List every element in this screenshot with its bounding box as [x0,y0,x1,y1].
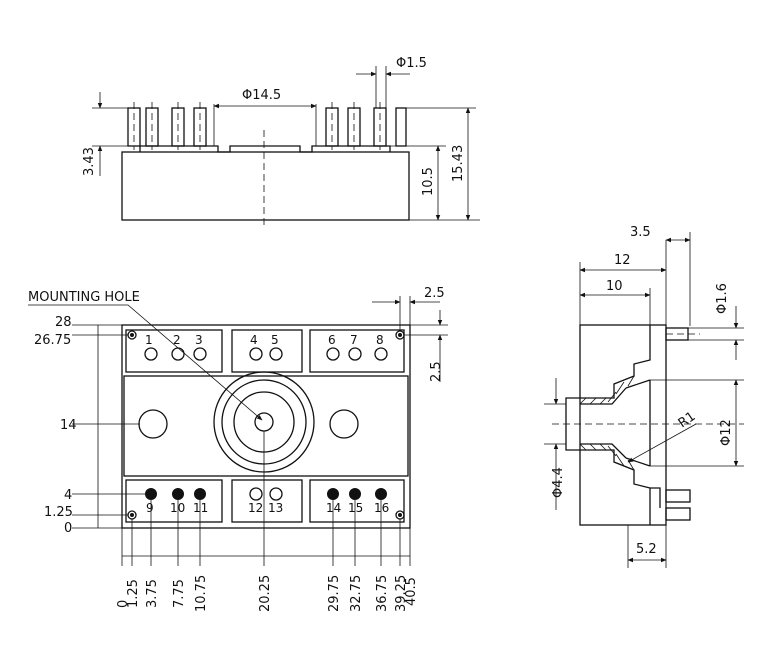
pin-number: 11 [193,501,208,515]
dim-bottom-3-75: 3.75 [145,579,160,608]
mounting-hole-label: MOUNTING HOLE [28,290,140,305]
pin-hole [374,347,388,361]
pin-number: 4 [250,333,258,347]
dim-bottom-7-75: 7.75 [172,579,187,608]
side-view-body [579,324,667,526]
side-view-boss-lower [565,444,651,525]
side-pin [665,489,691,503]
pin-filled [172,488,184,500]
front-view: 1 2 3 4 5 6 7 8 9 10 11 12 13 14 15 16 M… [28,286,448,612]
pin-number: 13 [268,501,283,515]
pin-number: 3 [195,333,203,347]
pin-hole [171,347,185,361]
side-view: 3.5 12 10 Φ1.6 Φ12 R1 Φ4.4 5.2 [544,225,744,568]
terminal-block [231,329,303,373]
pin-filled [349,488,361,500]
side-pin [665,507,691,521]
pin-filled [375,488,387,500]
terminal-block [309,329,405,373]
pin-number: 7 [350,333,358,347]
dim-4: 4 [64,488,72,503]
dim-5-2: 5.2 [636,542,657,557]
top-view-body [121,151,410,221]
dim-bottom-39-25: 39.25 [394,575,409,612]
dim-phi-14-5: Φ14.5 [242,88,281,103]
pin-hole [348,347,362,361]
dim-r1: R1 [676,409,699,431]
pin-hole [249,487,263,501]
dim-phi-1-6: Φ1.6 [715,283,730,314]
dim-14: 14 [60,418,77,433]
pin-hole [249,347,263,361]
dim-12: 12 [614,253,631,268]
pin-hole [269,347,283,361]
front-view-outline [121,324,411,529]
dim-10: 10 [606,279,623,294]
pin-filled [145,488,157,500]
dim-3-43: 3.43 [82,147,97,176]
pin-number: 6 [328,333,336,347]
top-view: Φ14.5 Φ1.5 3.43 10.5 15.43 [82,56,480,228]
center-hole [254,412,274,432]
pin-hole [193,347,207,361]
pin-hole [326,347,340,361]
dim-bottom-36-75: 36.75 [375,575,390,612]
dim-2-5-right: 2.5 [429,361,444,382]
front-middle-body [123,375,409,477]
pin-hole [144,347,158,361]
side-view-boss-upper [565,325,651,404]
pin-number: 2 [173,333,181,347]
dim-10-5: 10.5 [421,167,436,196]
pin-filled [194,488,206,500]
dim-bottom-1-25: 1.25 [126,579,141,608]
dim-bottom-29-75: 29.75 [327,575,342,612]
pin-filled [327,488,339,500]
pin-number: 1 [145,333,153,347]
dim-28: 28 [55,315,72,330]
dim-bottom-40-5: 40.5 [404,577,419,606]
dim-26-75: 26.75 [34,333,71,348]
terminal-block [125,479,223,523]
pin-number: 5 [271,333,279,347]
dim-2-5-top: 2.5 [424,286,445,301]
mounting-hole-left [138,409,168,439]
top-view-upper-profile [139,145,391,153]
terminal-block [125,329,223,373]
pin-number: 8 [376,333,384,347]
dim-3-5: 3.5 [630,225,651,240]
pin-hole [269,487,283,501]
pin-number: 16 [374,501,389,515]
dim-15-43: 15.43 [451,145,466,182]
dim-bottom-20-25: 20.25 [258,575,273,612]
dim-phi-1-5: Φ1.5 [396,56,427,71]
dim-bottom-0: 0 [116,600,131,608]
dim-phi-4-4: Φ4.4 [551,467,566,498]
terminal-block [309,479,405,523]
dim-bottom-32-75: 32.75 [349,575,364,612]
pin [395,107,407,147]
dim-phi-12: Φ12 [719,419,734,446]
pin-number: 12 [248,501,263,515]
mounting-hole-right [329,409,359,439]
dim-bottom-10-75: 10.75 [194,575,209,612]
terminal-block [231,479,303,523]
dim-1-25: 1.25 [44,505,73,520]
pin-number: 9 [146,501,154,515]
pin-number: 14 [326,501,341,515]
dim-0: 0 [64,521,72,536]
pin-number: 15 [348,501,363,515]
